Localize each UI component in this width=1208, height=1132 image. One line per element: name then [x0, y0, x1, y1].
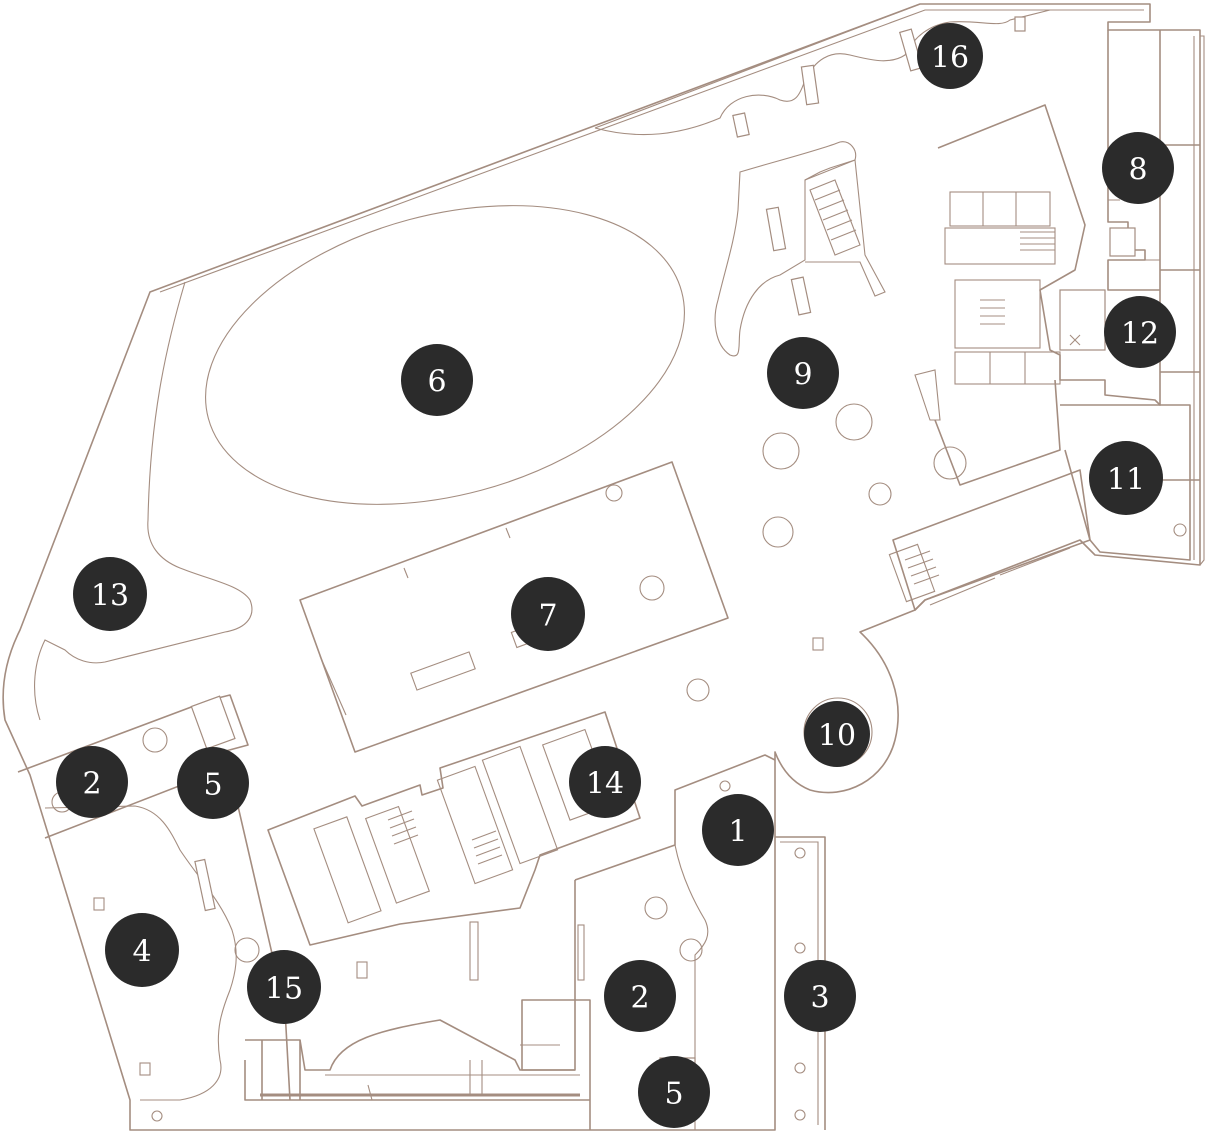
lawn-area	[205, 205, 685, 505]
map-marker-15[interactable]: 15	[247, 950, 321, 1024]
south-entrance	[244, 1019, 590, 1101]
map-marker-8[interactable]: 8	[1102, 132, 1174, 204]
west-garden	[34, 281, 253, 721]
marker-label: 5	[203, 768, 222, 803]
marker-label: 8	[1128, 153, 1147, 188]
marker-label: 3	[810, 981, 829, 1016]
marker-label: 7	[538, 599, 557, 634]
marker-label: 15	[265, 972, 303, 1007]
plaza-planters	[605, 403, 967, 702]
marker-label: 2	[82, 767, 101, 802]
stair-north	[809, 179, 861, 256]
map-marker-5-south[interactable]: 5	[638, 1056, 710, 1128]
east-building-upper	[937, 30, 1200, 481]
map-marker-2-west[interactable]: 2	[56, 746, 128, 818]
marker-label: 1	[728, 815, 747, 850]
marker-label: 13	[91, 579, 129, 614]
map-marker-5-west[interactable]: 5	[177, 747, 249, 819]
map-marker-11[interactable]: 11	[1089, 441, 1163, 515]
map-marker-7[interactable]: 7	[511, 577, 585, 651]
map-marker-14[interactable]: 14	[569, 746, 641, 818]
map-marker-2-south[interactable]: 2	[604, 960, 676, 1032]
map-marker-3[interactable]: 3	[784, 960, 856, 1032]
southwest-building	[17, 694, 291, 1122]
marker-label: 14	[586, 767, 624, 802]
site-outline	[2, 3, 1205, 1131]
north-pathway	[594, 3, 1051, 138]
marker-label: 12	[1121, 317, 1159, 352]
map-marker-10[interactable]: 10	[804, 701, 870, 767]
east-corridor	[888, 469, 1091, 611]
map-marker-1[interactable]: 1	[702, 794, 774, 866]
east-core	[914, 191, 1061, 486]
map-marker-12[interactable]: 12	[1104, 296, 1176, 368]
map-marker-6[interactable]: 6	[401, 344, 473, 416]
map-marker-4[interactable]: 4	[105, 913, 179, 987]
marker-label: 4	[132, 935, 151, 970]
marker-label: 2	[630, 981, 649, 1016]
map-marker-16[interactable]: 16	[917, 23, 983, 89]
area-9-outline	[714, 141, 886, 357]
marker-label: 11	[1107, 463, 1145, 498]
marker-label: 9	[793, 358, 812, 393]
marker-label: 10	[818, 719, 856, 754]
marker-label: 5	[664, 1077, 683, 1112]
marker-label: 16	[931, 41, 969, 76]
east-building-lower	[1060, 404, 1191, 561]
marker-label: 6	[427, 365, 446, 400]
map-marker-9[interactable]: 9	[767, 337, 839, 409]
map-marker-13[interactable]: 13	[73, 557, 147, 631]
building-7	[299, 461, 729, 753]
